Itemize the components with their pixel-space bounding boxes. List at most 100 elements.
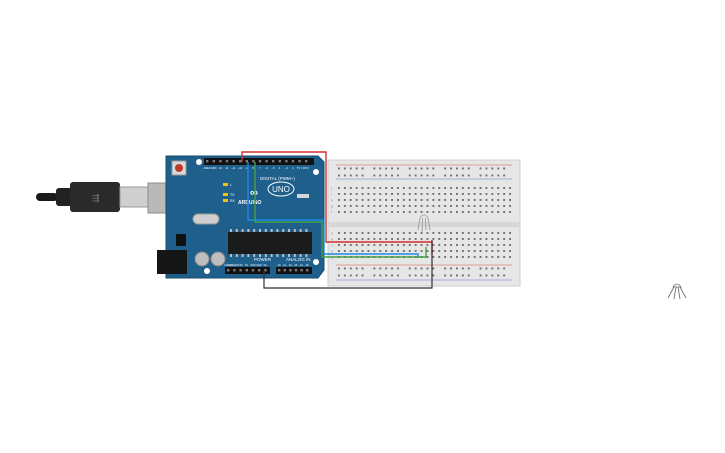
breadboard-hole[interactable] — [397, 238, 399, 240]
breadboard-hole[interactable] — [444, 256, 447, 258]
rail-hole[interactable] — [349, 167, 352, 170]
breadboard-hole[interactable] — [450, 193, 452, 195]
rail-hole[interactable] — [503, 167, 506, 170]
rail-hole[interactable] — [467, 267, 470, 270]
breadboard-hole[interactable] — [338, 193, 340, 195]
breadboard-hole[interactable] — [402, 232, 405, 234]
rail-hole[interactable] — [379, 174, 382, 177]
rail-hole[interactable] — [379, 167, 382, 170]
breadboard-hole[interactable] — [402, 250, 405, 252]
breadboard-hole[interactable] — [338, 244, 340, 246]
breadboard-hole[interactable] — [473, 244, 476, 246]
breadboard-hole[interactable] — [461, 205, 464, 207]
breadboard-hole[interactable] — [461, 244, 464, 246]
breadboard-hole[interactable] — [426, 256, 429, 258]
breadboard-hole[interactable] — [509, 238, 511, 240]
digital-pin[interactable] — [278, 160, 281, 163]
rail-hole[interactable] — [355, 167, 358, 170]
digital-pin[interactable] — [285, 160, 288, 163]
breadboard-hole[interactable] — [349, 238, 352, 240]
breadboard-hole[interactable] — [473, 238, 476, 240]
rail-hole[interactable] — [461, 167, 464, 170]
breadboard-hole[interactable] — [473, 211, 476, 213]
rail-hole[interactable] — [414, 167, 417, 170]
breadboard-hole[interactable] — [450, 256, 452, 258]
breadboard-hole[interactable] — [349, 205, 352, 207]
breadboard-hole[interactable] — [343, 250, 346, 252]
digital-pin[interactable] — [291, 160, 295, 163]
breadboard-hole[interactable] — [349, 250, 352, 252]
rail-hole[interactable] — [497, 167, 500, 170]
breadboard-hole[interactable] — [402, 211, 405, 213]
rail-hole[interactable] — [497, 267, 500, 270]
rail-hole[interactable] — [343, 167, 346, 170]
breadboard-hole[interactable] — [479, 193, 482, 195]
breadboard-hole[interactable] — [432, 238, 435, 240]
breadboard-hole[interactable] — [467, 187, 470, 189]
breadboard-hole[interactable] — [391, 244, 393, 246]
breadboard-hole[interactable] — [509, 244, 511, 246]
rail-hole[interactable] — [420, 167, 423, 170]
breadboard-hole[interactable] — [456, 205, 458, 207]
rail-hole[interactable] — [408, 167, 411, 170]
breadboard-hole[interactable] — [467, 232, 470, 234]
rail-hole[interactable] — [503, 174, 506, 177]
breadboard-hole[interactable] — [444, 205, 447, 207]
breadboard-hole[interactable] — [479, 244, 482, 246]
breadboard-hole[interactable] — [373, 238, 376, 240]
breadboard-hole[interactable] — [467, 238, 470, 240]
breadboard-hole[interactable] — [355, 238, 358, 240]
digital-pin[interactable] — [219, 160, 222, 163]
breadboard-hole[interactable] — [361, 244, 364, 246]
breadboard-hole[interactable] — [385, 250, 388, 252]
breadboard-hole[interactable] — [379, 187, 382, 189]
breadboard-hole[interactable] — [414, 193, 417, 195]
breadboard-hole[interactable] — [432, 187, 435, 189]
rail-hole[interactable] — [432, 174, 435, 177]
breadboard-hole[interactable] — [373, 250, 376, 252]
rail-hole[interactable] — [355, 174, 358, 177]
digital-pin[interactable] — [272, 160, 275, 163]
breadboard-hole[interactable] — [491, 187, 494, 189]
power-pin[interactable] — [245, 269, 248, 272]
rail-hole[interactable] — [467, 174, 470, 177]
breadboard-hole[interactable] — [349, 244, 352, 246]
breadboard-hole[interactable] — [479, 187, 482, 189]
breadboard-hole[interactable] — [432, 244, 435, 246]
breadboard-hole[interactable] — [414, 232, 417, 234]
breadboard-hole[interactable] — [397, 232, 399, 234]
rail-hole[interactable] — [491, 267, 494, 270]
breadboard-hole[interactable] — [450, 232, 452, 234]
breadboard-hole[interactable] — [456, 244, 458, 246]
power-pin[interactable] — [227, 269, 230, 272]
rail-hole[interactable] — [373, 267, 376, 270]
rail-hole[interactable] — [485, 174, 488, 177]
breadboard-hole[interactable] — [367, 244, 370, 246]
breadboard-hole[interactable] — [349, 187, 352, 189]
digital-pin[interactable] — [298, 160, 301, 163]
digital-pin[interactable] — [225, 160, 229, 163]
breadboard-hole[interactable] — [391, 211, 393, 213]
breadboard-hole[interactable] — [420, 250, 423, 252]
rail-hole[interactable] — [361, 267, 364, 270]
rgb-led-loose[interactable] — [667, 283, 687, 300]
power-pin[interactable] — [258, 269, 261, 272]
breadboard-hole[interactable] — [408, 250, 411, 252]
breadboard-hole[interactable] — [450, 238, 452, 240]
rail-hole[interactable] — [479, 267, 482, 270]
breadboard-hole[interactable] — [338, 187, 340, 189]
breadboard-hole[interactable] — [391, 193, 393, 195]
rail-hole[interactable] — [414, 274, 417, 277]
digital-pin[interactable] — [212, 160, 215, 163]
breadboard-hole[interactable] — [473, 187, 476, 189]
rail-hole[interactable] — [456, 174, 458, 177]
rail-hole[interactable] — [349, 174, 352, 177]
breadboard-hole[interactable] — [503, 256, 506, 258]
breadboard-hole[interactable] — [343, 211, 346, 213]
breadboard-hole[interactable] — [379, 193, 382, 195]
breadboard-hole[interactable] — [456, 256, 458, 258]
breadboard-hole[interactable] — [397, 199, 399, 201]
breadboard-hole[interactable] — [497, 244, 500, 246]
breadboard-hole[interactable] — [361, 205, 364, 207]
